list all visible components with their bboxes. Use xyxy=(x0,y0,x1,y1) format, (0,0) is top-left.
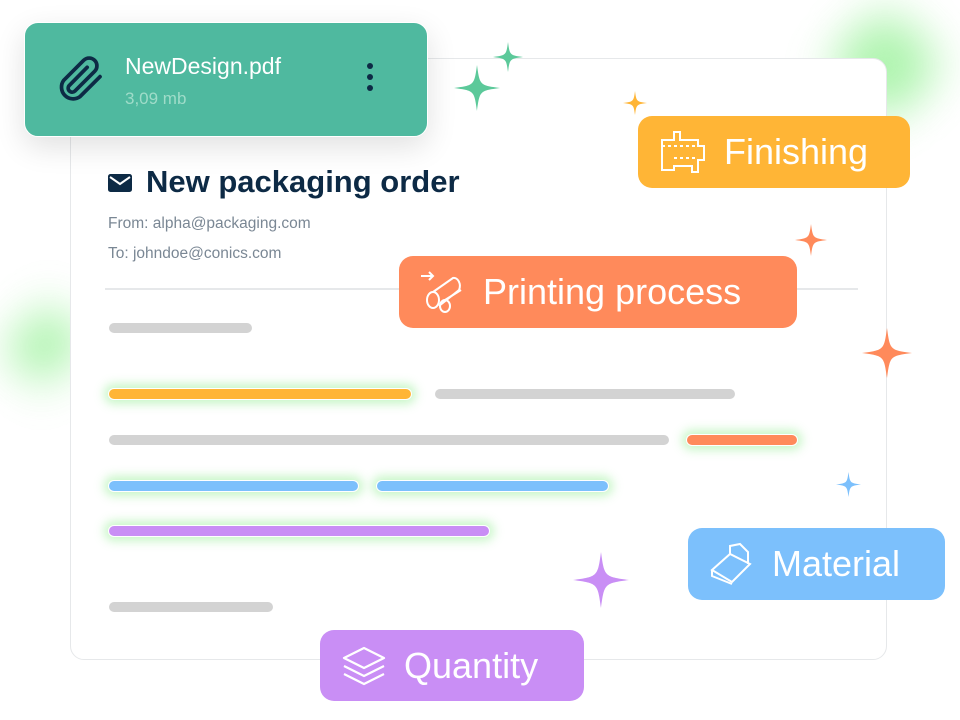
layers-icon xyxy=(342,646,386,685)
email-to: To: johndoe@conics.com xyxy=(108,245,282,262)
sparkle-icon xyxy=(862,328,912,378)
highlight-bar-finishing xyxy=(108,388,412,400)
tag-label: Finishing xyxy=(724,131,869,172)
tag-label: Quantity xyxy=(404,644,539,686)
email-from: From: alpha@packaging.com xyxy=(108,215,311,232)
email-subject: New packaging order xyxy=(146,164,460,199)
highlight-bar-material xyxy=(108,480,359,492)
box-die-cut-icon xyxy=(661,131,705,173)
sparkle-icon xyxy=(573,552,629,608)
printing-rollers-icon xyxy=(421,271,462,313)
tag-finishing[interactable]: Finishing xyxy=(638,116,910,188)
text-placeholder-bar xyxy=(109,435,669,445)
highlight-bar-printing xyxy=(686,434,798,446)
highlight-bar-quantity xyxy=(108,525,490,537)
attachment-file-size: 3,09 mb xyxy=(125,89,187,108)
highlight-bar-material xyxy=(376,480,609,492)
attachment-file-name: NewDesign.pdf xyxy=(125,53,281,79)
envelope-icon xyxy=(108,174,132,192)
tag-material[interactable]: Material xyxy=(688,528,945,600)
sparkle-icon xyxy=(623,91,647,115)
sparkle-icon xyxy=(836,472,861,497)
more-options-icon[interactable] xyxy=(363,63,377,97)
tag-printing-process[interactable]: Printing process xyxy=(399,256,797,328)
sparkle-icon xyxy=(493,42,523,72)
sparkle-icon xyxy=(795,224,827,256)
text-placeholder-bar xyxy=(435,389,735,399)
tag-label: Material xyxy=(772,543,901,584)
text-placeholder-bar xyxy=(109,323,252,333)
tag-quantity[interactable]: Quantity xyxy=(320,630,584,701)
material-sheet-icon xyxy=(710,542,752,585)
sparkle-icon xyxy=(454,65,500,111)
attachment-card[interactable]: NewDesign.pdf 3,09 mb xyxy=(24,22,428,137)
text-placeholder-bar xyxy=(109,602,273,612)
paperclip-icon xyxy=(59,56,102,101)
tag-label: Printing process xyxy=(483,271,742,312)
